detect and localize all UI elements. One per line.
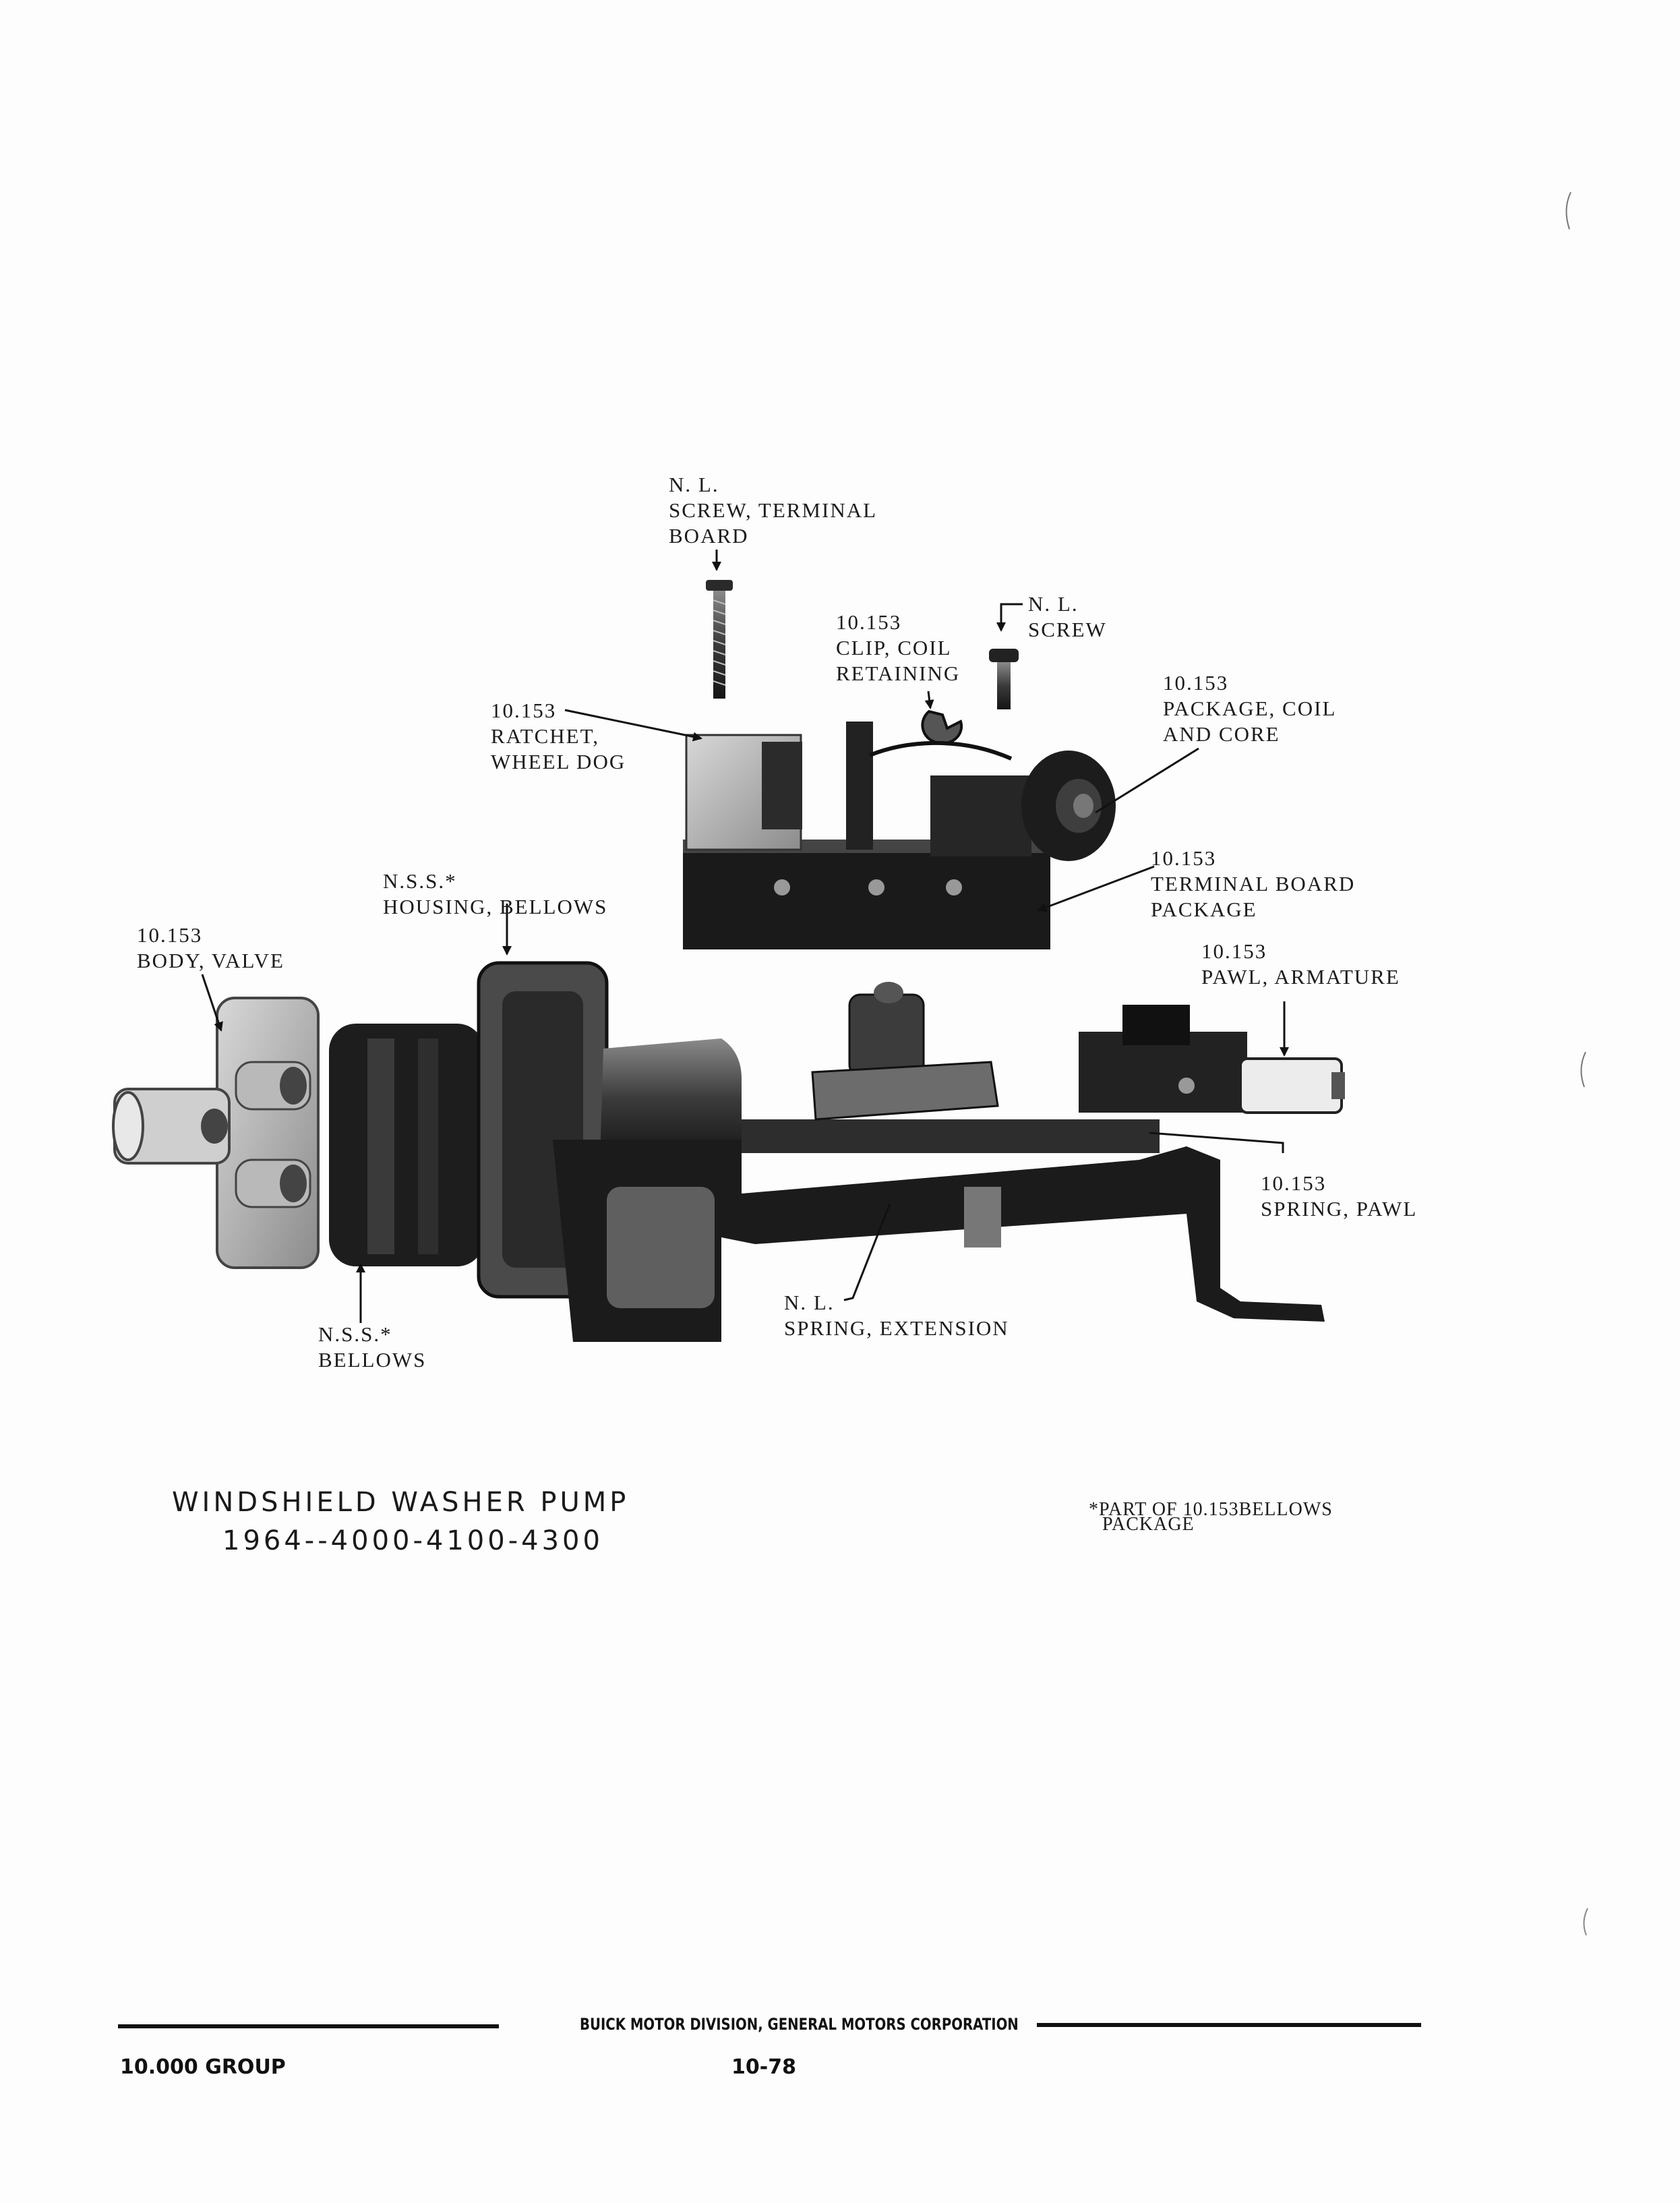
- callout-line: TERMINAL BOARD: [1151, 872, 1356, 895]
- callout-line: PACKAGE, COIL: [1163, 697, 1337, 720]
- footer-group: 10.000 GROUP: [120, 2055, 286, 2079]
- armature-pawl: [1079, 1005, 1345, 1114]
- callout-bellows: N.S.S.* BELLOWS: [318, 1322, 426, 1373]
- callout-spring-pawl: 10.153 SPRING, PAWL: [1261, 1171, 1417, 1222]
- callout-package-coil-core: 10.153 PACKAGE, COIL AND CORE: [1163, 670, 1336, 747]
- callout-line: SPRING, EXTENSION: [784, 1316, 1009, 1340]
- callout-line: HOUSING, BELLOWS: [383, 895, 608, 918]
- callout-line: BODY, VALVE: [137, 949, 284, 972]
- callout-line: RATCHET,: [491, 724, 599, 748]
- callout-housing-bellows: N.S.S.* HOUSING, BELLOWS: [383, 869, 607, 920]
- callout-line: SCREW, TERMINAL: [669, 498, 878, 522]
- callout-pawl-armature: 10.153 PAWL, ARMATURE: [1201, 939, 1400, 990]
- callout-line: PAWL, ARMATURE: [1201, 965, 1400, 989]
- coil-core-package: [1021, 751, 1116, 861]
- callout-terminal-board-package: 10.153 TERMINAL BOARD PACKAGE: [1151, 846, 1355, 922]
- footer-corporation: BUICK MOTOR DIVISION, GENERAL MOTORS COR…: [580, 2015, 1019, 2034]
- footnote-line: *PART OF 10.153BELLOWS: [1089, 1499, 1333, 1520]
- terminal-board-assembly: [683, 722, 1050, 949]
- callout-line: 10.153: [1201, 939, 1267, 963]
- coil-retaining-clip: [921, 709, 963, 745]
- callout-line: 10.153: [836, 610, 902, 634]
- callout-line: N. L.: [669, 473, 719, 496]
- callout-clip-coil-retaining: 10.153 CLIP, COIL RETAINING: [836, 610, 960, 686]
- callout-screw-terminal-board: N. L. SCREW, TERMINAL BOARD: [669, 472, 877, 549]
- footnote-line: PACKAGE: [1102, 1514, 1195, 1535]
- callout-screw: N. L. SCREW: [1028, 591, 1107, 643]
- callout-line: SCREW: [1028, 618, 1107, 641]
- pump-frame: [553, 1119, 1325, 1342]
- callout-line: 10.153: [1163, 671, 1229, 695]
- terminal-board-screw: [706, 580, 733, 699]
- footnote: *PART OF 10.153BELLOWS PACKAGE: [1089, 1499, 1333, 1535]
- callout-line: WHEEL DOG: [491, 750, 626, 773]
- callout-spring-extension: N. L. SPRING, EXTENSION: [784, 1290, 1009, 1341]
- small-screw: [989, 649, 1019, 709]
- callout-line: N. L.: [784, 1291, 835, 1314]
- callout-line: N.S.S.*: [318, 1322, 392, 1346]
- callout-line: BELLOWS: [318, 1348, 427, 1372]
- callout-line: RETAINING: [836, 662, 961, 685]
- callout-line: AND CORE: [1163, 722, 1280, 746]
- valve-body: [112, 997, 320, 1269]
- figure-subtitle: 1964--4000-4100-4300: [222, 1525, 603, 1556]
- leader-lines: [201, 550, 1289, 1323]
- callout-line: 10.153: [1151, 846, 1217, 870]
- callout-line: SPRING, PAWL: [1261, 1197, 1418, 1221]
- callout-line: 10.153: [1261, 1171, 1327, 1195]
- callout-line: 10.153: [137, 923, 203, 947]
- footer-rule-left: [118, 2024, 499, 2028]
- callout-ratchet-wheel-dog: 10.153 RATCHET, WHEEL DOG: [491, 698, 626, 775]
- callout-line: CLIP, COIL: [836, 636, 952, 659]
- callout-line: 10.153: [491, 699, 557, 722]
- callout-body-valve: 10.153 BODY, VALVE: [137, 922, 284, 974]
- bellows-part: [329, 1024, 484, 1266]
- callout-line: PACKAGE: [1151, 898, 1257, 921]
- footer-rule-right: [1037, 2023, 1421, 2027]
- callout-line: BOARD: [669, 524, 749, 548]
- figure-title: WINDSHIELD WASHER PUMP: [172, 1487, 630, 1518]
- ratchet-mechanism: [811, 982, 999, 1121]
- page-number: 10-78: [731, 2055, 796, 2079]
- callout-line: N.S.S.*: [383, 869, 457, 893]
- callout-line: N. L.: [1028, 592, 1079, 616]
